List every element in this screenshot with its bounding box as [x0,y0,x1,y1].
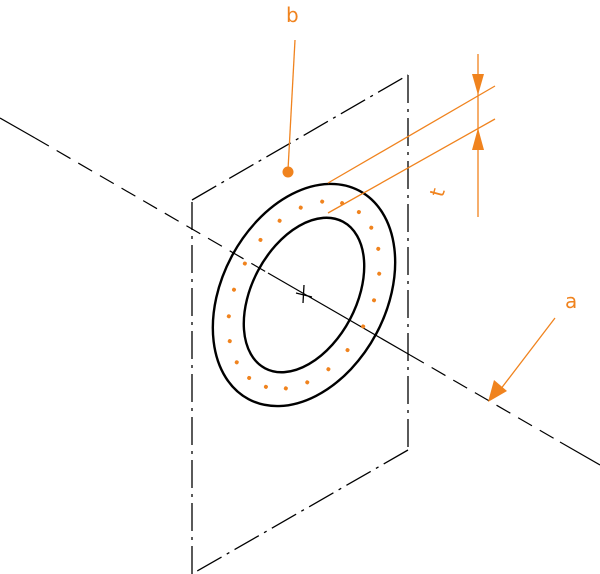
weld-dot [372,298,377,303]
label-a: a [565,289,577,313]
inner-ellipse [242,216,366,374]
weld-dot [231,287,236,292]
outer-ellipse [211,182,397,408]
weld-dot [326,367,331,372]
center-mark [295,284,313,304]
weld-dot [234,360,239,365]
weld-dot [345,348,350,353]
weld-dot [258,237,263,242]
weld-dot [277,218,282,223]
weld-dot [226,314,231,319]
axis-line [0,117,600,466]
plane-bottom-edge [191,449,409,574]
t-extension-line-2 [327,118,496,214]
t-arrow-up [472,128,484,150]
ring [211,182,397,408]
weld-dot [376,246,381,251]
plane-top-edge [191,74,409,201]
a-arrowhead [488,380,507,402]
weld-dot [283,386,288,391]
weld-dot [356,210,361,215]
weld-dot [247,375,252,380]
t-arrow-down [472,74,484,95]
weld-dot [305,380,310,385]
weld-dot [242,261,247,266]
weld-dot [361,324,366,329]
weld-dot [227,339,232,344]
label-t: t [425,185,450,199]
weld-dot [320,199,325,204]
plane [191,74,409,574]
b-leader-dot [282,166,294,178]
t-extension-line-1 [327,85,496,184]
a-leader-line [499,317,556,391]
weld-dots [226,199,382,391]
weld-dot [377,271,382,276]
b-leader-line [287,39,296,171]
weld-dot [263,384,268,389]
weld-dot [369,225,374,230]
label-b: b [286,3,299,27]
weld-dot [298,205,303,210]
